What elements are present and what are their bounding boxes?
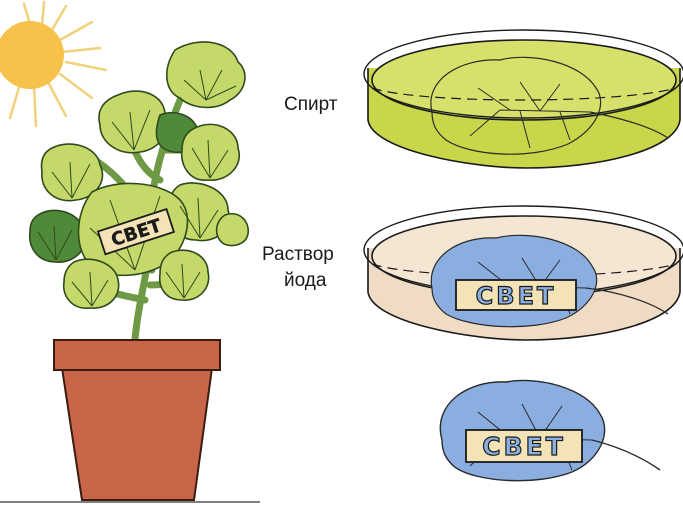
result-leaf: СВЕТ [440, 380, 660, 480]
petri-dish-alcohol [364, 30, 683, 168]
petri-dish-iodine: СВЕТ [364, 206, 683, 340]
sun-icon [0, 2, 106, 126]
flower-pot [0, 340, 260, 502]
label-iodine-line1: Раствор [262, 244, 334, 265]
svg-text:СВЕТ: СВЕТ [476, 282, 557, 310]
geranium-plant: СВЕТ [30, 42, 249, 340]
svg-text:СВЕТ: СВЕТ [482, 432, 566, 461]
label-alcohol: Спирт [284, 94, 338, 115]
label-iodine-line2: йода [284, 270, 327, 291]
